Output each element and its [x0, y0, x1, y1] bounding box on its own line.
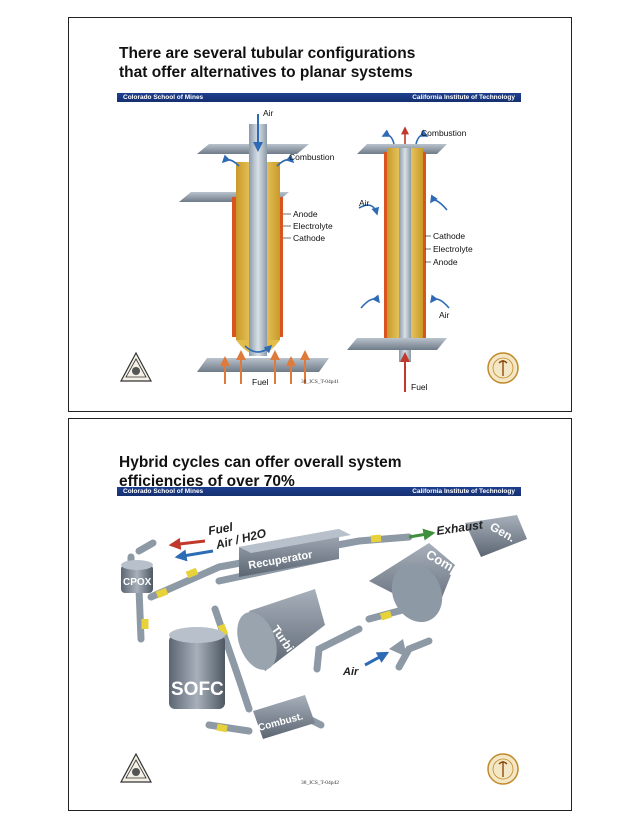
tubular-sofc-diagram: Air Combustion Anode Electrolyte Cathode…: [179, 108, 473, 392]
left-label-electrolyte: Electrolyte: [293, 221, 333, 231]
label-exhaust: Exhaust: [435, 517, 484, 538]
right-combustion-arrows: [381, 129, 395, 145]
right-tube-assembly: Combustion Air Cathode Electrolyte Anode…: [347, 126, 473, 392]
air-inlet-funnel: [389, 639, 407, 657]
slide-hybrid-cycles: Hybrid cycles can offer overall system e…: [68, 418, 572, 811]
slide-title-line-2: that offer alternatives to planar system…: [119, 64, 413, 81]
right-label-air-right: Air: [439, 310, 450, 320]
right-base-plate: [347, 338, 447, 350]
slide-title-line-2: efficiencies of over 70%: [119, 473, 295, 490]
slide-footer-code: 38_ICS_T-04p41: [301, 379, 339, 385]
left-base-plate: [197, 358, 329, 372]
right-label-air-left: Air: [359, 198, 370, 208]
right-label-cathode: Cathode: [433, 231, 465, 241]
pipe-yellow-bands: [141, 534, 393, 733]
slide-title: There are several tubular configurations…: [119, 44, 539, 82]
combustor-unit: Combust.: [253, 695, 315, 739]
right-label-anode: Anode: [433, 257, 458, 267]
left-label-anode: Anode: [293, 209, 318, 219]
right-air-arrow-bottom: [360, 294, 380, 309]
generator-unit: Gen.: [465, 515, 527, 557]
cpox-unit: CPOX: [121, 560, 153, 593]
label-sofc: SOFC: [171, 679, 224, 700]
hybrid-cycle-diagram: CPOX Recuperator Turbine Compre Gen.: [121, 515, 527, 739]
air-h2o-arrow: [174, 549, 214, 562]
right-air-arrow-left: [358, 204, 380, 216]
slide-title-line-1: There are several tubular configurations: [119, 45, 416, 62]
banner-right-text: California Institute of Technology: [412, 488, 515, 495]
caltech-seal-icon: [487, 352, 519, 384]
slide-title-line-1: Hybrid cycles can offer overall system: [119, 454, 402, 471]
banner-left-text: Colorado School of Mines: [123, 94, 204, 101]
left-label-fuel: Fuel: [252, 377, 269, 387]
slide-title: Hybrid cycles can offer overall system e…: [119, 453, 539, 491]
right-label-electrolyte: Electrolyte: [433, 244, 473, 254]
label-cpox: CPOX: [123, 577, 152, 588]
left-label-cathode: Cathode: [293, 233, 325, 243]
right-label-combustion: Combustion: [421, 128, 467, 138]
banner-left-text: Colorado School of Mines: [123, 488, 204, 495]
fuel-arrow: [168, 537, 206, 550]
left-combustion-arrow: [276, 154, 295, 167]
caltech-seal-icon: [487, 753, 519, 785]
label-air: Air: [342, 666, 359, 678]
slide-tubular-configurations: There are several tubular configurations…: [68, 17, 572, 412]
left-tube-assembly: Air Combustion Anode Electrolyte Cathode…: [179, 108, 335, 387]
left-cathode-layer: [232, 197, 236, 337]
sofc-unit: SOFC: [169, 627, 225, 709]
turbine-unit: Turbine: [237, 589, 325, 671]
exhaust-arrow: [408, 528, 436, 541]
banner-right-text: California Institute of Technology: [412, 94, 515, 101]
slide-footer-code: 38_ICS_T-04p42: [301, 780, 339, 786]
right-inner-tube: [399, 148, 411, 362]
institution-banner: Colorado School of Mines California Inst…: [117, 487, 521, 496]
institution-banner: Colorado School of Mines California Inst…: [117, 93, 521, 102]
left-inner-air-tube: [249, 124, 267, 356]
left-label-air: Air: [263, 108, 274, 118]
air-in-arrow: [364, 651, 390, 667]
recuperator-unit: Recuperator: [239, 529, 351, 577]
left-label-combustion: Combustion: [289, 152, 335, 162]
label-fuel: Fuel: [207, 520, 234, 538]
colorado-school-of-mines-seal-icon: [119, 351, 153, 382]
colorado-school-of-mines-seal-icon: [119, 752, 153, 783]
right-label-fuel: Fuel: [411, 382, 428, 392]
left-fuel-arrows: [220, 350, 310, 384]
